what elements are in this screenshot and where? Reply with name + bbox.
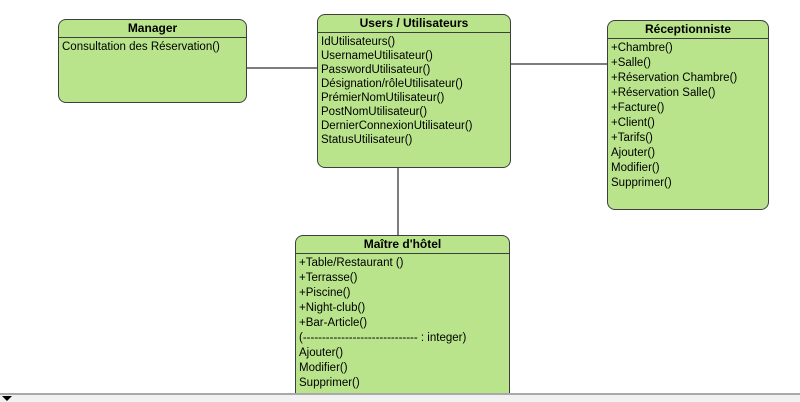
bottom-strip — [0, 395, 800, 402]
class-member: Ajouter() — [299, 347, 344, 359]
class-member: +Terrasse() — [299, 272, 358, 284]
association-users-receptionniste[interactable] — [510, 63, 608, 65]
class-member: Supprimer() — [299, 377, 360, 389]
class-member: Ajouter() — [611, 147, 656, 159]
class-member: PasswordUtilisateur() — [321, 64, 431, 76]
class-title-maitre-dhotel: Maître d'hôtel — [296, 236, 509, 254]
class-member: (------------------------------ : intege… — [299, 332, 467, 344]
class-box-maitre-dhotel[interactable]: Maître d'hôtel +Table/Restaurant () +Ter… — [295, 235, 510, 402]
class-member: +Table/Restaurant () — [299, 257, 404, 269]
class-title-users: Users / Utilisateurs — [318, 15, 510, 33]
class-members-maitre-dhotel: +Table/Restaurant () +Terrasse() +Piscin… — [296, 254, 509, 391]
class-member: Modifier() — [611, 162, 660, 174]
class-box-manager[interactable]: Manager Consultation des Réservation() — [58, 19, 247, 103]
scroll-down-icon[interactable] — [2, 396, 12, 401]
class-member: +Réservation Salle() — [611, 87, 716, 99]
class-member: +Client() — [611, 117, 655, 129]
class-title-receptionniste: Réceptionniste — [608, 21, 768, 39]
class-member: +Salle() — [611, 57, 651, 69]
pane-divider[interactable] — [0, 393, 800, 395]
class-member: +Chambre() — [611, 42, 673, 54]
class-member: Modifier() — [299, 362, 348, 374]
association-users-maitre-dhotel[interactable] — [397, 167, 399, 236]
class-member: PostNomUtilisateur() — [321, 106, 428, 118]
class-member: +Bar-Article() — [299, 317, 368, 329]
class-member: PrémierNomUtilisateur() — [321, 92, 445, 104]
class-member: Supprimer() — [611, 177, 672, 189]
class-member: +Facture() — [611, 102, 665, 114]
class-member: UsernameUtilisateur() — [321, 50, 433, 62]
class-box-users[interactable]: Users / Utilisateurs IdUtilisateurs() Us… — [317, 14, 511, 168]
class-box-receptionniste[interactable]: Réceptionniste +Chambre() +Salle() +Rése… — [607, 20, 769, 210]
class-member: +Tarifs() — [611, 132, 653, 144]
class-member: +Piscine() — [299, 287, 351, 299]
class-members-receptionniste: +Chambre() +Salle() +Réservation Chambre… — [608, 39, 768, 191]
class-member: StatusUtilisateur() — [321, 134, 413, 146]
class-members-users: IdUtilisateurs() UsernameUtilisateur() P… — [318, 33, 510, 147]
class-member: Consultation des Réservation() — [62, 41, 220, 53]
association-manager-users[interactable] — [246, 67, 318, 69]
class-members-manager: Consultation des Réservation() — [59, 38, 246, 55]
class-member: IdUtilisateurs() — [321, 36, 396, 48]
class-member: +Réservation Chambre() — [611, 72, 738, 84]
class-member: +Night-club() — [299, 302, 366, 314]
class-member: DernierConnexionUtilisateur() — [321, 120, 473, 132]
class-title-manager: Manager — [59, 20, 246, 38]
class-member: Désignation/rôleUtilisateur() — [321, 78, 463, 90]
